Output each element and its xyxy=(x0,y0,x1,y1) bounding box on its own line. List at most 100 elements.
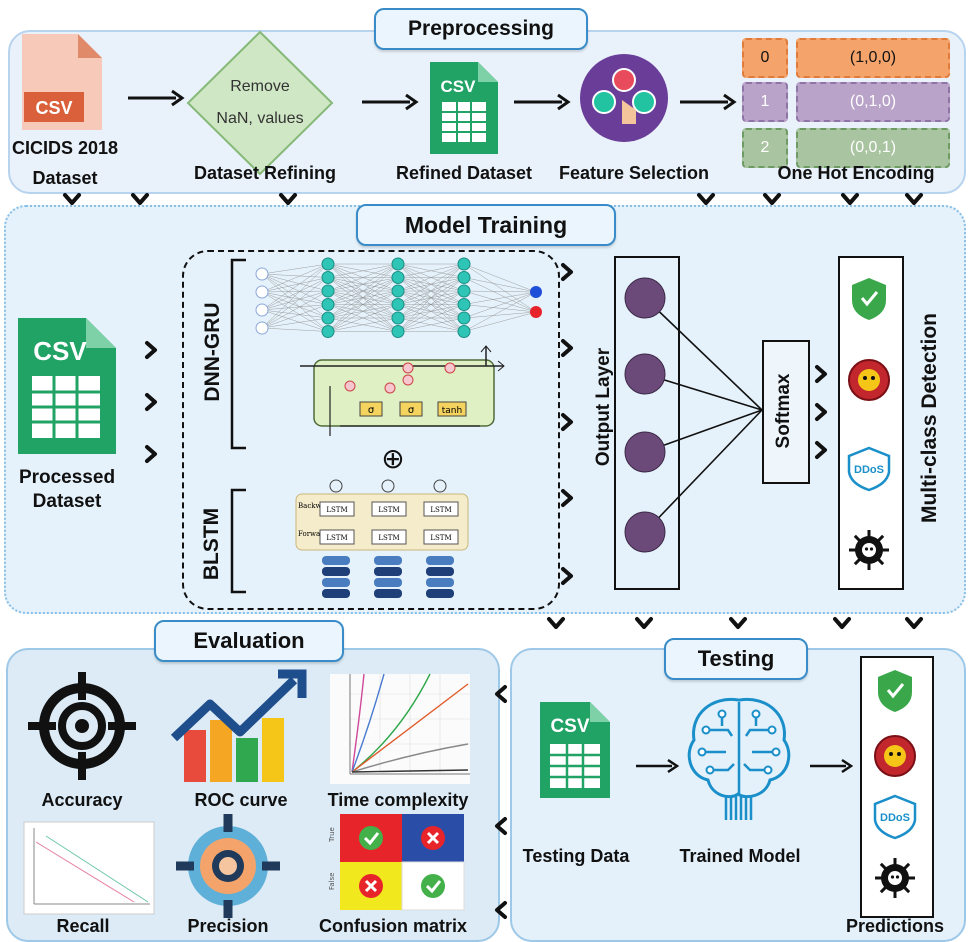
testing-title: Testing xyxy=(664,638,808,680)
arrow-right-icon xyxy=(636,758,680,774)
svg-text:σ: σ xyxy=(368,405,375,416)
precision-label: Precision xyxy=(187,916,269,936)
onehot-vector-0: (1,0,0) xyxy=(796,38,950,78)
chevron-left-icon xyxy=(495,901,507,919)
svg-text:True: True xyxy=(328,827,336,843)
svg-text:LSTM: LSTM xyxy=(430,534,451,542)
output-layer-label: Output Layer xyxy=(593,347,614,467)
hybrid-model-box xyxy=(182,250,560,610)
chevron-down-icon xyxy=(63,193,81,205)
chevron-down-icon xyxy=(729,617,747,629)
onehot-index-2: 2 xyxy=(742,128,788,168)
dataset-refining-label: Dataset Refining xyxy=(193,163,337,183)
svg-text:LSTM: LSTM xyxy=(326,506,347,514)
softmax-label: Softmax xyxy=(773,373,794,449)
model-training-title: Model Training xyxy=(356,204,616,246)
chevron-down-icon xyxy=(131,193,149,205)
predictions-label: Predictions xyxy=(845,916,945,936)
one-hot-encoding-label: One Hot Encoding xyxy=(777,163,935,183)
csv-icon-text: CSV xyxy=(35,98,72,118)
svg-text:LSTM: LSTM xyxy=(430,506,451,514)
feature-selection-label: Feature Selection xyxy=(558,163,710,183)
refining-text-2: NaN, values xyxy=(216,110,304,127)
multiclass-detection-label: Multi-class Detection xyxy=(918,312,941,524)
arrow-right-icon xyxy=(680,93,737,111)
chevron-right-icon xyxy=(561,339,573,357)
svg-text:DDoS: DDoS xyxy=(880,812,910,824)
arrow-right-icon xyxy=(514,93,571,111)
chevron-right-icon xyxy=(561,413,573,431)
accuracy-label: Accuracy xyxy=(41,790,123,810)
class-icons: DDoS xyxy=(847,278,891,570)
chevron-right-icon xyxy=(815,365,827,383)
csv-file-icon: CSV xyxy=(22,34,102,130)
csv-spreadsheet-icon: CSV xyxy=(430,62,498,154)
gru-cell: σ σ tanh xyxy=(300,345,505,436)
precision-target-icon xyxy=(176,814,280,918)
csv-spreadsheet-icon: CSV xyxy=(18,318,116,454)
svg-text:CSV: CSV xyxy=(33,336,87,366)
chevron-down-icon xyxy=(547,617,565,629)
chevron-right-icon xyxy=(145,393,157,411)
chevron-down-icon xyxy=(697,193,715,205)
trained-model-brain-icon xyxy=(687,697,791,820)
arrow-right-icon xyxy=(362,93,419,111)
arrow-right-icon xyxy=(128,89,185,107)
chevron-right-icon xyxy=(561,567,573,585)
svg-text:LSTM: LSTM xyxy=(326,534,347,542)
dnn-gru-label: DNN-GRU xyxy=(201,302,224,402)
confusion-matrix-label: Confusion matrix xyxy=(318,916,467,936)
dataset-name-label: CICIDS 2018 xyxy=(11,138,119,158)
chevron-right-icon xyxy=(145,445,157,463)
blstm-network: Backward layer Forward layer LSTMLSTMLST… xyxy=(295,479,469,598)
refining-diamond xyxy=(186,30,334,176)
arrow-right-icon xyxy=(810,758,854,774)
roc-curve-icon xyxy=(170,669,307,782)
onehot-vector-1: (0,1,0) xyxy=(796,82,950,122)
model-brackets xyxy=(230,258,246,594)
onehot-index-1: 1 xyxy=(742,82,788,122)
chevron-right-icon xyxy=(561,489,573,507)
refined-dataset-label: Refined Dataset xyxy=(395,163,533,183)
onehot-index-0: 0 xyxy=(742,38,788,78)
output-nodes xyxy=(624,277,763,553)
accuracy-target-icon xyxy=(28,672,136,780)
preprocessing-title: Preprocessing xyxy=(374,8,588,50)
confusion-matrix-icon: True False xyxy=(328,814,465,911)
chevron-right-icon xyxy=(815,403,827,421)
svg-text:LSTM: LSTM xyxy=(378,506,399,514)
chevron-left-icon xyxy=(495,685,507,703)
concat-plus-icon: ⊕ xyxy=(381,443,405,474)
roc-curve-label: ROC curve xyxy=(194,790,288,810)
chevron-right-icon xyxy=(815,441,827,459)
feature-selection-icon xyxy=(580,54,668,142)
blstm-label: BLSTM xyxy=(200,507,223,581)
recall-label: Recall xyxy=(56,916,110,936)
svg-text:CSV: CSV xyxy=(441,77,477,96)
chevron-down-icon xyxy=(833,617,851,629)
svg-text:DDoS: DDoS xyxy=(854,464,884,476)
svg-text:CSV: CSV xyxy=(550,716,589,737)
chevron-down-icon xyxy=(279,193,297,205)
dnn-network xyxy=(255,257,542,338)
svg-text:False: False xyxy=(328,872,336,890)
evaluation-title: Evaluation xyxy=(154,620,344,662)
chevron-down-icon xyxy=(905,193,923,205)
recall-graph xyxy=(23,821,155,915)
trained-model-label: Trained Model xyxy=(679,846,801,866)
onehot-vector-2: (0,0,1) xyxy=(796,128,950,168)
chevron-down-icon xyxy=(635,617,653,629)
prediction-icons: DDoS xyxy=(873,670,917,898)
chevron-down-icon xyxy=(763,193,781,205)
time-complexity-label: Time complexity xyxy=(327,790,469,810)
svg-text:LSTM: LSTM xyxy=(378,534,399,542)
time-complexity-graph xyxy=(330,673,470,784)
svg-text:tanh: tanh xyxy=(442,406,462,416)
chevron-right-icon xyxy=(561,263,573,281)
chevron-down-icon xyxy=(905,617,923,629)
svg-text:σ: σ xyxy=(408,405,415,416)
refining-text-1: Remove xyxy=(230,78,290,95)
chevron-right-icon xyxy=(145,341,157,359)
softmax-box xyxy=(762,340,810,484)
